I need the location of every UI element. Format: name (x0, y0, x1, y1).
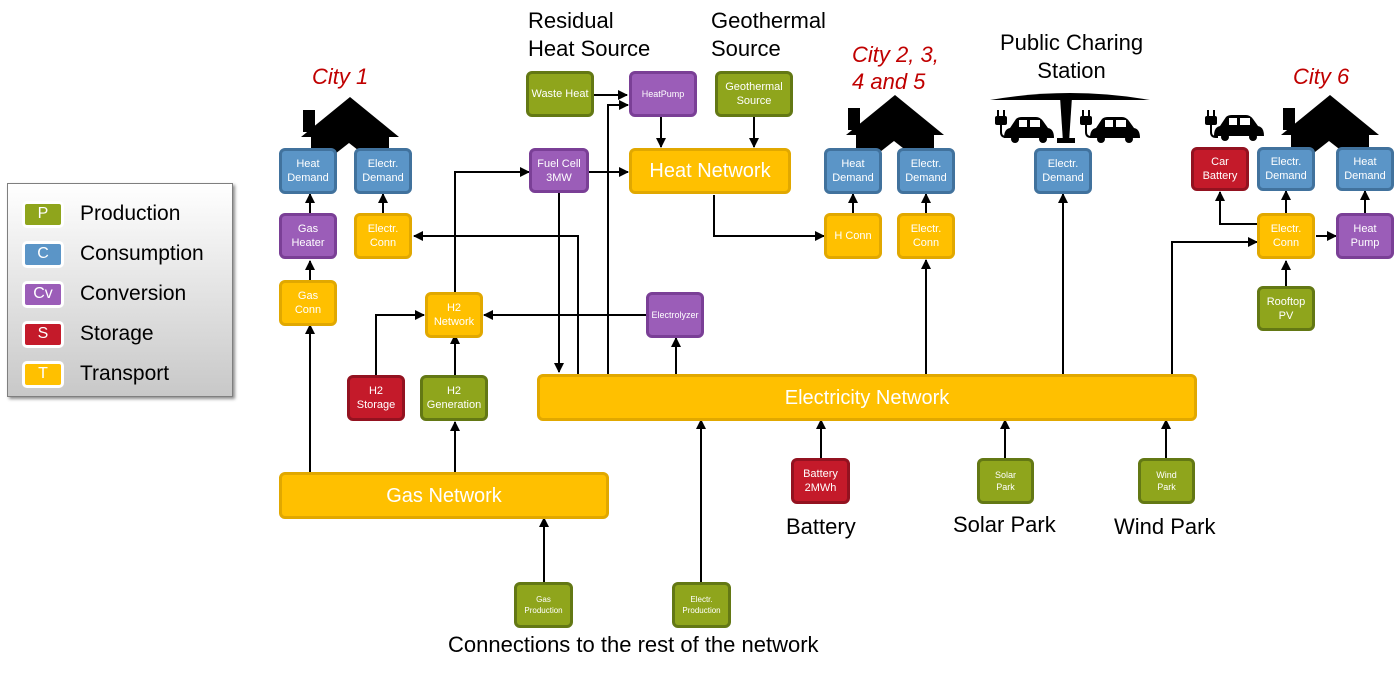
city1-label: City 1 (312, 64, 369, 89)
edge-elecnet-to-heatpump (607, 100, 629, 375)
legend-item-conversion: Cv Conversion (22, 279, 186, 309)
legend-label-production: Production (80, 202, 181, 225)
residual-heat-label: Residual Heat Source (528, 8, 651, 61)
rest-of-network-label: Connections to the rest of the network (448, 632, 819, 657)
h2-generation-node: H2 Generation (420, 375, 488, 421)
car-icon-pcs-right (1090, 117, 1140, 143)
city2-h-conn-node: H Conn (824, 213, 882, 259)
city6-rooftop-pv-node: Rooftop PV (1257, 286, 1315, 331)
geothermal-label: Geothermal Source (711, 8, 826, 61)
city1-electr-conn-node: Electr. Conn (354, 213, 412, 259)
electr-production-node: Electr. Production (672, 582, 731, 628)
city1-gas-conn-node: Gas Conn (279, 280, 337, 326)
legend-item-transport: T Transport (22, 359, 169, 389)
heat-network-node: Heat Network (629, 148, 791, 194)
edge-elecnet-to-c6-elecconn (1171, 237, 1258, 375)
legend-item-storage: S Storage (22, 319, 154, 349)
geothermal-source-node: Geothermal Source (715, 71, 793, 117)
edge-c6-elecconn-to-carbattery (1215, 191, 1257, 225)
edge-elecnet-to-c1-elecconn (413, 231, 579, 375)
h2-network-node: H2 Network (425, 292, 483, 338)
legend-label-conversion: Conversion (80, 282, 187, 305)
legend-label-storage: Storage (80, 322, 154, 345)
gas-network-node: Gas Network (279, 472, 609, 519)
electrolyzer-node: Electrolyzer (646, 292, 704, 338)
legend-swatch-conversion: Cv (22, 280, 64, 308)
electricity-network-node: Electricity Network (537, 374, 1197, 421)
city1-heat-demand-node: Heat Demand (279, 148, 337, 194)
wind-park-node: Wind Park (1138, 458, 1195, 504)
wind-park-label: Wind Park (1114, 514, 1216, 539)
city2-electr-conn-node: Electr. Conn (897, 213, 955, 259)
public-charging-label: Public Charing Station (1000, 30, 1144, 83)
car-icon-pcs-left (1004, 117, 1054, 143)
city6-electr-demand-node: Electr. Demand (1257, 147, 1315, 191)
car-icon-city6 (1214, 115, 1264, 141)
fuel-cell-node: Fuel Cell 3MW (529, 148, 589, 193)
city2to5-label: City 2, 3, 4 and 5 (852, 42, 939, 94)
legend-item-production: P Production (22, 199, 180, 229)
gas-production-node: Gas Production (514, 582, 573, 628)
legend-swatch-consumption: C (22, 240, 64, 268)
charging-station-icon (990, 93, 1150, 143)
waste-heat-node: Waste Heat (526, 71, 594, 117)
city6-heat-pump-node: Heat Pump (1336, 213, 1394, 259)
legend-swatch-production: P (22, 200, 64, 228)
city6-label: City 6 (1293, 64, 1350, 89)
battery-label: Battery (786, 514, 856, 539)
edge-heatnet-to-hconn (713, 195, 825, 241)
legend-item-consumption: C Consumption (22, 239, 204, 269)
city2-electr-demand-node: Electr. Demand (897, 148, 955, 194)
edge-h2storage-to-h2net (375, 310, 425, 375)
plug-icon-city6 (1205, 110, 1218, 138)
city1-electr-demand-node: Electr. Demand (354, 148, 412, 194)
legend: P Production C Consumption Cv Conversion… (7, 183, 233, 397)
battery-2mwh-node: Battery 2MWh (791, 458, 850, 504)
legend-label-consumption: Consumption (80, 242, 204, 265)
charging-station-electr-demand-node: Electr. Demand (1034, 148, 1092, 194)
solar-park-node: Solar Park (977, 458, 1034, 504)
city6-heat-demand-node: Heat Demand (1336, 147, 1394, 191)
solar-park-label: Solar Park (953, 512, 1056, 537)
h2-storage-node: H2 Storage (347, 375, 405, 421)
legend-label-transport: Transport (80, 362, 170, 385)
legend-swatch-storage: S (22, 320, 64, 348)
city6-car-battery-node: Car Battery (1191, 147, 1249, 191)
heatpump-node: HeatPump (629, 71, 697, 117)
city6-electr-conn-node: Electr. Conn (1257, 213, 1315, 259)
edge-h2net-to-fuelcell (454, 167, 530, 292)
city2-heat-demand-node: Heat Demand (824, 148, 882, 194)
city1-gas-heater-node: Gas Heater (279, 213, 337, 259)
legend-swatch-transport: T (22, 360, 64, 388)
